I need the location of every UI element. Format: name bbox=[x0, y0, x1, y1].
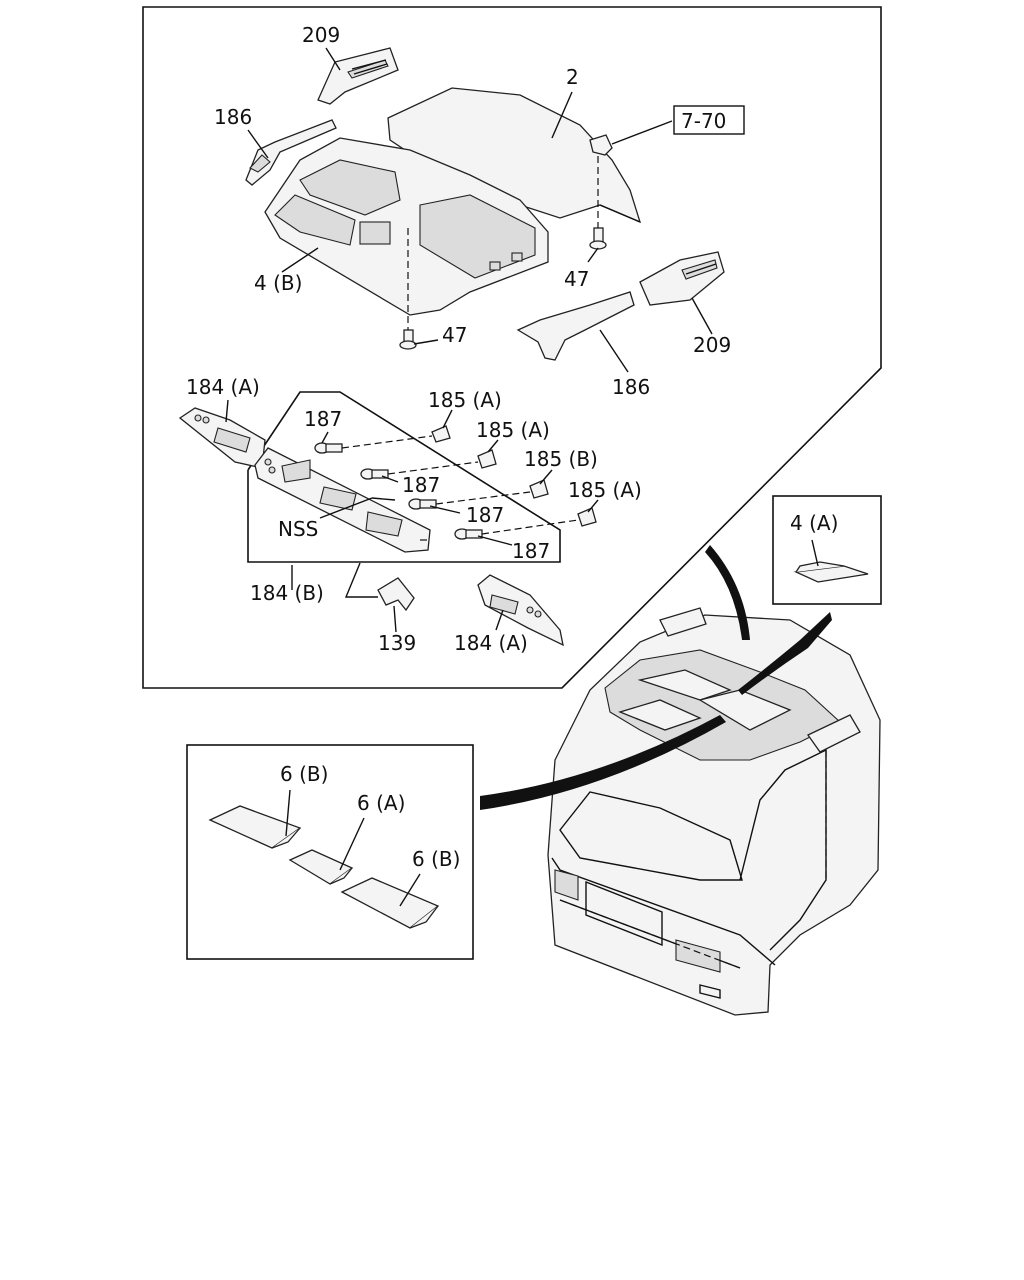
callout-186-upper: 186 bbox=[214, 105, 252, 129]
part-185b-clip bbox=[529, 479, 549, 499]
part-4b-console bbox=[264, 137, 549, 316]
callout-6b-upper: 6 (B) bbox=[280, 762, 328, 786]
leader-6b-lower bbox=[399, 873, 421, 907]
part-6a-pad bbox=[288, 849, 354, 885]
dash-row-2 bbox=[387, 461, 479, 475]
leader-4a bbox=[811, 539, 819, 567]
main-frame bbox=[142, 6, 882, 689]
pointer-to-6 bbox=[480, 715, 726, 810]
callout-209-upper: 209 bbox=[302, 23, 340, 47]
callout-6b-lower: 6 (B) bbox=[412, 847, 460, 871]
leader-184a-right bbox=[495, 609, 504, 631]
leader-209-lower bbox=[691, 297, 713, 335]
leader-47-lower bbox=[413, 339, 439, 345]
leader-187-2 bbox=[381, 475, 399, 483]
leader-209-upper bbox=[325, 47, 341, 71]
pointer-to-console bbox=[705, 545, 750, 640]
part-209-lower bbox=[639, 251, 725, 306]
part-187-screw-2 bbox=[360, 468, 389, 480]
leader-186-upper bbox=[247, 129, 269, 159]
callout-184a-right: 184 (A) bbox=[454, 631, 528, 655]
leader-7-70 bbox=[611, 120, 673, 145]
leader-186-lower bbox=[599, 329, 629, 373]
callout-185a-3: 185 (A) bbox=[568, 478, 642, 502]
leader-4b bbox=[281, 247, 319, 273]
part-185a-clip-2 bbox=[477, 449, 497, 469]
box-7-70 bbox=[673, 105, 745, 135]
leader-nss bbox=[319, 497, 373, 519]
leader-187-1 bbox=[321, 431, 329, 444]
inset-frame-4a bbox=[772, 495, 882, 605]
dash-row-4 bbox=[481, 519, 579, 535]
pointer-to-4a bbox=[738, 612, 832, 695]
callout-186-lower: 186 bbox=[612, 375, 650, 399]
callout-187-3: 187 bbox=[466, 503, 504, 527]
callout-185b: 185 (B) bbox=[524, 447, 598, 471]
callout-4b: 4 (B) bbox=[254, 271, 302, 295]
part-184b-strip bbox=[254, 447, 431, 553]
callout-187-2: 187 bbox=[402, 473, 440, 497]
part-185a-clip-1 bbox=[431, 425, 451, 443]
callout-184a-left: 184 (A) bbox=[186, 375, 260, 399]
truck-cab bbox=[547, 607, 881, 1016]
leader-6b-upper bbox=[285, 789, 291, 837]
callout-47-lower: 47 bbox=[442, 323, 467, 347]
callout-184b: 184 (B) bbox=[250, 581, 324, 605]
callout-47-upper: 47 bbox=[564, 267, 589, 291]
part-184a-right bbox=[477, 574, 564, 647]
part-187-screw-1 bbox=[314, 442, 343, 454]
part-209-upper bbox=[317, 47, 399, 105]
part-187-screw-4 bbox=[454, 528, 483, 540]
callout-185a-2: 185 (A) bbox=[476, 418, 550, 442]
part-139-clip bbox=[377, 577, 415, 612]
callout-7-70: 7-70 bbox=[681, 109, 726, 133]
part-186-upper bbox=[245, 119, 337, 186]
leader-187-4 bbox=[477, 535, 513, 546]
leader-185a-2 bbox=[487, 439, 499, 453]
callout-2: 2 bbox=[566, 65, 579, 89]
callout-6a: 6 (A) bbox=[357, 791, 405, 815]
dash-row-3 bbox=[435, 491, 531, 505]
leader-139 bbox=[393, 605, 397, 633]
group-box-184b bbox=[247, 391, 561, 563]
callout-139: 139 bbox=[378, 631, 416, 655]
leader-6a bbox=[339, 817, 365, 871]
leader-187-3 bbox=[429, 505, 461, 514]
dash-row-1 bbox=[341, 435, 433, 449]
leader-185a-3 bbox=[587, 499, 599, 513]
callout-209-lower: 209 bbox=[693, 333, 731, 357]
inset-frame-6 bbox=[186, 744, 474, 960]
leader-nss-b bbox=[371, 497, 396, 501]
part-6b-pad-upper bbox=[208, 805, 302, 849]
part-184a-left bbox=[178, 407, 266, 469]
part-185a-clip-3 bbox=[577, 507, 597, 527]
part-47-screw-upper bbox=[589, 227, 607, 250]
callout-187-1: 187 bbox=[304, 407, 342, 431]
leader-47-upper bbox=[587, 247, 599, 263]
leader-185b bbox=[539, 469, 553, 485]
callout-185a-1: 185 (A) bbox=[428, 388, 502, 412]
part-187-screw-3 bbox=[408, 498, 437, 510]
callout-187-4: 187 bbox=[512, 539, 550, 563]
leader-185a-1 bbox=[442, 409, 453, 429]
callout-4a: 4 (A) bbox=[790, 511, 838, 535]
leader-2 bbox=[551, 91, 573, 139]
part-7-70-clip bbox=[589, 134, 613, 156]
leader-139-group bbox=[344, 562, 378, 598]
part-186-lower bbox=[516, 291, 635, 361]
part-6b-pad-lower bbox=[340, 877, 440, 929]
callout-nss: NSS bbox=[278, 517, 318, 541]
part-47-screw-lower bbox=[399, 329, 417, 350]
part-4a-pad bbox=[793, 561, 869, 583]
leader-184a-left bbox=[225, 399, 229, 423]
